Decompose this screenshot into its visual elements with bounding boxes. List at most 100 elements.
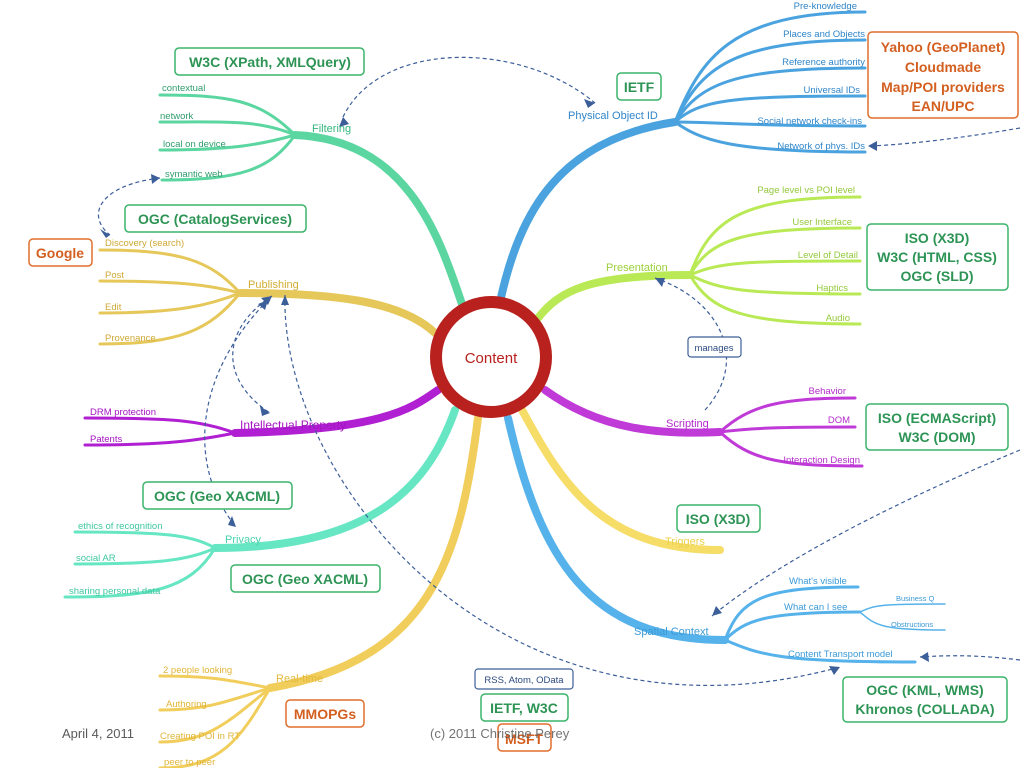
box-iso-x3d-triggers-label: ISO (X3D)	[686, 511, 751, 527]
box-iso-ecma[interactable]: ISO (ECMAScript) W3C (DOM)	[865, 403, 1009, 451]
leaf-lines	[63, 10, 946, 768]
leaf-label[interactable]: Reference authority	[782, 57, 865, 68]
box-ietf[interactable]: IETF	[616, 72, 662, 101]
leaf-label[interactable]: Patents	[90, 434, 122, 445]
branch-line-triggers	[518, 406, 724, 554]
leaf-label[interactable]: What can I see	[784, 602, 847, 613]
box-yahoo-line: Map/POI providers	[881, 79, 1005, 95]
leaf-label[interactable]: contextual	[162, 83, 205, 94]
connector-spatial-right	[711, 449, 1021, 617]
branch-privacy-label[interactable]: Privacy	[225, 534, 262, 546]
leaf-label[interactable]: Content Transport model	[788, 649, 893, 660]
leaf-label[interactable]: ethics of recognition	[78, 521, 163, 532]
box-msft-label: MSFT	[505, 731, 544, 747]
leaf-label[interactable]: network	[160, 111, 194, 122]
box-ietf-w3c-label: IETF, W3C	[490, 700, 558, 716]
connector-symantic-google	[97, 177, 161, 236]
leaf-label[interactable]: Post	[105, 270, 124, 281]
box-w3c-xpath[interactable]: W3C (XPath, XMLQuery)	[174, 47, 365, 76]
box-ietf-w3c[interactable]: IETF, W3C	[480, 693, 569, 722]
box-yahoo-line: Yahoo (GeoPlanet)	[881, 39, 1005, 55]
branch-publishing-label[interactable]: Publishing	[248, 279, 299, 291]
leaf-label[interactable]: sharing personal data	[69, 586, 161, 597]
main-branches	[211, 118, 729, 692]
branch-ip-label[interactable]: Intellectual Property	[240, 418, 346, 432]
footer-date: April 4, 2011	[62, 726, 134, 741]
leaf-label[interactable]: Authoring	[166, 699, 207, 710]
leaf-label[interactable]: symantic web	[165, 169, 223, 180]
leaf-label[interactable]: Provenance	[105, 333, 156, 344]
leaf-label[interactable]: Interaction Design	[783, 455, 860, 466]
leaf-label[interactable]: 2 people looking	[163, 665, 232, 676]
box-yahoo[interactable]: Yahoo (GeoPlanet) Cloudmade Map/POI prov…	[867, 31, 1019, 119]
leaf-label[interactable]: What's visible	[789, 576, 847, 587]
branch-triggers-label[interactable]: Triggers	[665, 536, 705, 548]
box-google-label: Google	[36, 245, 84, 261]
leaf-label[interactable]: Pre-knowledge	[794, 1, 857, 12]
box-iso-x3d-presentation[interactable]: ISO (X3D) W3C (HTML, CSS) OGC (SLD)	[866, 223, 1009, 291]
box-mmopgs-label: MMOPGs	[294, 706, 356, 722]
box-msft[interactable]: MSFT	[497, 723, 552, 752]
center-node[interactable]: Content	[430, 296, 552, 418]
leaf-label[interactable]: Network of phys. IDs	[777, 141, 865, 152]
leaf-label[interactable]: Creating POI in RT	[160, 731, 240, 742]
box-w3c-xpath-label: W3C (XPath, XMLQuery)	[189, 54, 351, 70]
leaf-label[interactable]: Obstructions	[891, 620, 933, 629]
arrow-heads	[100, 99, 929, 675]
branch-realtime-label[interactable]: Real-time	[276, 673, 323, 685]
branch-physical-label[interactable]: Physical Object ID	[568, 110, 658, 122]
connector-scripting-presentation	[654, 277, 728, 411]
box-mmopgs[interactable]: MMOPGs	[285, 699, 365, 728]
leaf-label[interactable]: peer to peer	[164, 757, 215, 768]
leaf-label[interactable]: Behavior	[809, 386, 847, 397]
branch-line-scripting	[541, 386, 724, 437]
branch-line-realtime	[266, 414, 482, 692]
leaf-label[interactable]: Level of Detail	[798, 250, 858, 261]
box-ogc-geo-2[interactable]: OGC (Geo XACML)	[230, 564, 381, 593]
connector-network-phys	[867, 127, 1021, 147]
leaf-label[interactable]: DRM protection	[90, 407, 156, 418]
leaf-labels: Pre-knowledge Places and Objects Referen…	[69, 1, 935, 768]
leaf-label[interactable]: Places and Objects	[783, 29, 865, 40]
leaf-label[interactable]: Social network check-ins	[757, 116, 862, 127]
leaf-label[interactable]: Haptics	[816, 283, 848, 294]
box-google[interactable]: Google	[28, 238, 93, 267]
leaf-label[interactable]: social AR	[76, 553, 116, 564]
branch-presentation-label[interactable]: Presentation	[606, 262, 668, 274]
box-iso-ecma-line: W3C (DOM)	[899, 429, 976, 445]
connector-publishing-ip	[232, 295, 273, 414]
box-iso-x3d-line: OGC (SLD)	[900, 268, 973, 284]
leaf-label[interactable]: local on device	[163, 139, 226, 150]
box-manages[interactable]: manages	[687, 336, 742, 358]
branch-filtering-label[interactable]: Filtering	[312, 123, 351, 135]
leaf-label[interactable]: DOM	[828, 415, 850, 426]
leaf-label[interactable]: User Interface	[792, 217, 852, 228]
leaf-label[interactable]: Page level vs POI level	[757, 185, 855, 196]
leaf-label[interactable]: Business Q	[896, 594, 935, 603]
box-iso-x3d-line: ISO (X3D)	[905, 230, 970, 246]
branch-line-physical	[496, 118, 679, 306]
connector-filtering-ietf	[342, 56, 596, 118]
leaf-label[interactable]: Audio	[826, 313, 850, 324]
branch-line-publishing	[236, 289, 439, 337]
leaf-label[interactable]: Discovery (search)	[105, 238, 184, 249]
box-rss[interactable]: RSS, Atom, OData	[474, 668, 574, 690]
leaf-label[interactable]: Universal IDs	[804, 85, 861, 96]
branch-line-filtering	[291, 131, 467, 311]
box-ogc-geo-1[interactable]: OGC (Geo XACML)	[142, 481, 293, 510]
footer-copyright: (c) 2011 Christine Perey	[430, 726, 570, 741]
box-ogc-catalog-label: OGC (CatalogServices)	[138, 211, 292, 227]
box-yahoo-line: Cloudmade	[905, 59, 981, 75]
branch-line-spatial	[504, 414, 729, 644]
leaf-label[interactable]: Edit	[105, 302, 122, 313]
box-ogc-catalog[interactable]: OGC (CatalogServices)	[124, 204, 307, 233]
box-rss-label: RSS, Atom, OData	[484, 675, 564, 686]
box-ogc-kml[interactable]: OGC (KML, WMS) Khronos (COLLADA)	[842, 676, 1008, 723]
branch-spatial-label[interactable]: Spatial Context	[634, 626, 709, 638]
box-iso-x3d-triggers[interactable]: ISO (X3D)	[676, 504, 761, 533]
branch-line-privacy	[211, 406, 459, 552]
branch-scripting-label[interactable]: Scripting	[666, 418, 709, 430]
center-label: Content	[465, 350, 518, 367]
dashed-connectors	[97, 56, 1021, 687]
connector-publishing-spatial	[284, 294, 841, 687]
